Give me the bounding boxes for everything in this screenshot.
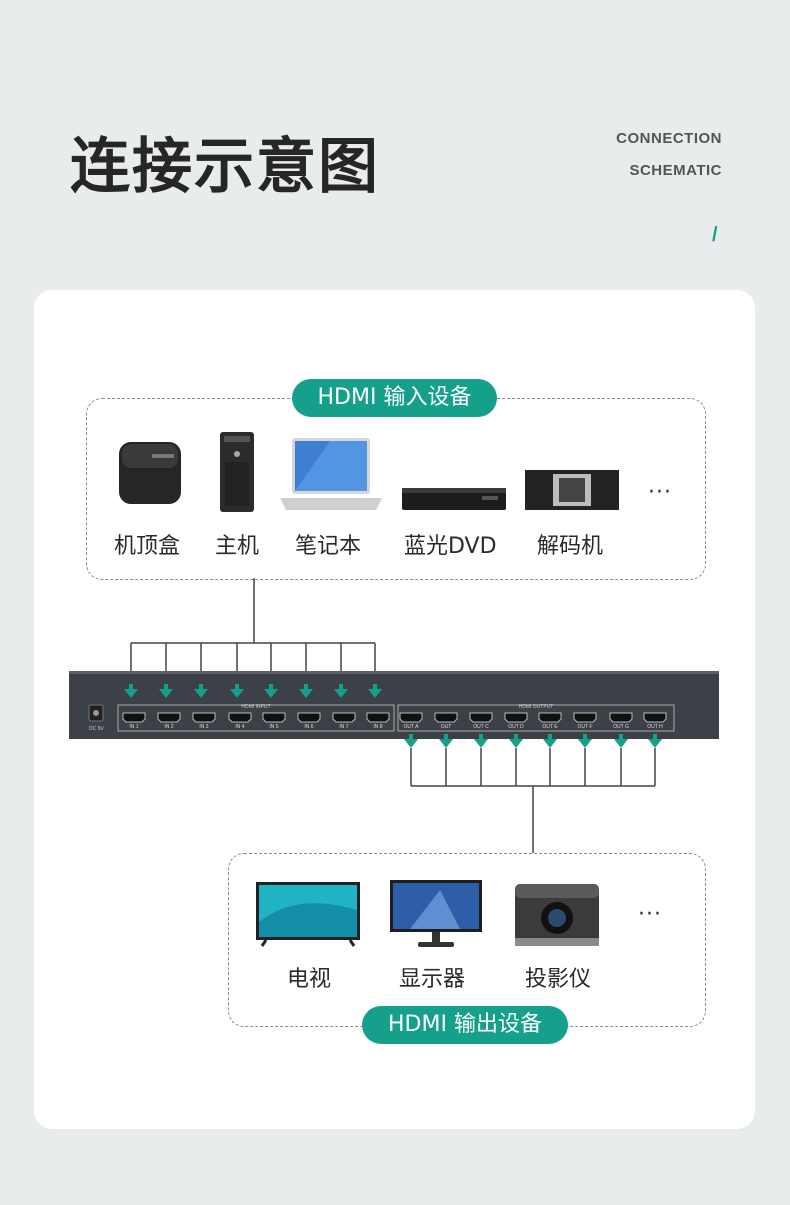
input-arrow-icon <box>124 689 138 698</box>
output-arrow-icon <box>614 739 628 748</box>
output-arrow-icon <box>543 739 557 748</box>
output-arrow-icon <box>404 739 418 748</box>
output-arrow-shaft <box>653 734 657 739</box>
hdmi-output-port <box>469 712 493 723</box>
output-arrow-icon <box>474 739 488 748</box>
input-port-label: IN 4 <box>235 724 244 730</box>
output-arrow-shaft <box>409 734 413 739</box>
page-title: 连接示意图 <box>70 132 380 202</box>
output-header: HDMI OUTPUT <box>519 704 554 710</box>
device-label-decoder: 解码机 <box>537 534 604 559</box>
output-arrow-icon <box>509 739 523 748</box>
matrix-switcher: DC 5V HDMI INPUT HDMI OUTPUT IN 1 IN 2 IN … <box>69 671 719 739</box>
hdmi-input-port <box>262 712 286 723</box>
hdmi-output-port <box>538 712 562 723</box>
input-arrow-icon <box>194 689 208 698</box>
input-arrow-shaft <box>164 684 168 689</box>
more-outputs: ··· <box>638 902 662 927</box>
hdmi-output-port <box>504 712 528 723</box>
input-arrow-icon <box>230 689 244 698</box>
output-port-label: OUT C <box>473 724 489 730</box>
input-arrow-shaft <box>129 684 133 689</box>
slash-mark: / <box>712 224 718 246</box>
device-label-bluray: 蓝光DVD <box>404 534 497 559</box>
output-arrow-icon <box>578 739 592 748</box>
input-port-label: IN 1 <box>129 724 138 730</box>
input-port-label: IN 3 <box>199 724 208 730</box>
hdmi-input-port <box>297 712 321 723</box>
hdmi-input-port <box>157 712 181 723</box>
input-header: HDMI INPUT <box>241 704 270 710</box>
hdmi-input-port <box>366 712 390 723</box>
output-port-label: OUT H <box>647 724 663 730</box>
input-port-label: IN 2 <box>164 724 173 730</box>
output-arrow-shaft <box>583 734 587 739</box>
more-inputs: ··· <box>648 480 672 505</box>
output-port-label: OUT <box>441 724 452 730</box>
device-label-projector: 投影仪 <box>525 967 592 992</box>
hdmi-input-port <box>122 712 146 723</box>
output-arrow-icon <box>648 739 662 748</box>
hdmi-output-port <box>573 712 597 723</box>
hdmi-input-port <box>332 712 356 723</box>
output-arrow-icon <box>439 739 453 748</box>
input-port-label: IN 8 <box>373 724 382 730</box>
output-arrow-shaft <box>514 734 518 739</box>
output-port-label: OUT D <box>508 724 524 730</box>
input-arrow-icon <box>368 689 382 698</box>
output-port-label: OUT F <box>578 724 593 730</box>
hdmi-output-port <box>643 712 667 723</box>
dc-label: DC 5V <box>89 726 104 732</box>
output-port-label: OUT E <box>542 724 558 730</box>
output-port-label: OUT A <box>404 724 420 730</box>
input-arrow-icon <box>264 689 278 698</box>
device-label-pc: 主机 <box>215 534 260 559</box>
output-group-label: HDMI 输出设备 <box>362 1006 568 1044</box>
output-wiring <box>410 748 656 853</box>
input-arrow-shaft <box>235 684 239 689</box>
output-arrow-shaft <box>619 734 623 739</box>
device-label-monitor: 显示器 <box>399 967 466 992</box>
input-port-label: IN 6 <box>304 724 313 730</box>
hdmi-output-port <box>434 712 458 723</box>
hdmi-input-port <box>228 712 252 723</box>
input-group-label: HDMI 输入设备 <box>292 379 497 417</box>
device-label-set-top-box: 机顶盒 <box>114 534 181 559</box>
input-arrow-icon <box>334 689 348 698</box>
hdmi-output-port <box>399 712 423 723</box>
device-label-laptop: 笔记本 <box>295 534 362 559</box>
output-port-label: OUT G <box>613 724 629 730</box>
input-arrow-icon <box>159 689 173 698</box>
hdmi-input-port <box>192 712 216 723</box>
input-port-label: IN 7 <box>339 724 348 730</box>
input-arrow-shaft <box>373 684 377 689</box>
input-arrow-icon <box>299 689 313 698</box>
output-arrow-shaft <box>444 734 448 739</box>
input-wiring <box>130 578 376 684</box>
hdmi-output-port <box>609 712 633 723</box>
device-label-tv: 电视 <box>287 967 332 992</box>
subtitle-line-2: SCHEMATIC <box>629 162 722 179</box>
input-arrow-shaft <box>199 684 203 689</box>
input-arrow-shaft <box>304 684 308 689</box>
output-arrow-shaft <box>479 734 483 739</box>
output-arrow-shaft <box>548 734 552 739</box>
input-arrow-shaft <box>269 684 273 689</box>
input-port-label: IN 5 <box>269 724 278 730</box>
input-arrow-shaft <box>339 684 343 689</box>
subtitle-line-1: CONNECTION <box>616 130 722 147</box>
